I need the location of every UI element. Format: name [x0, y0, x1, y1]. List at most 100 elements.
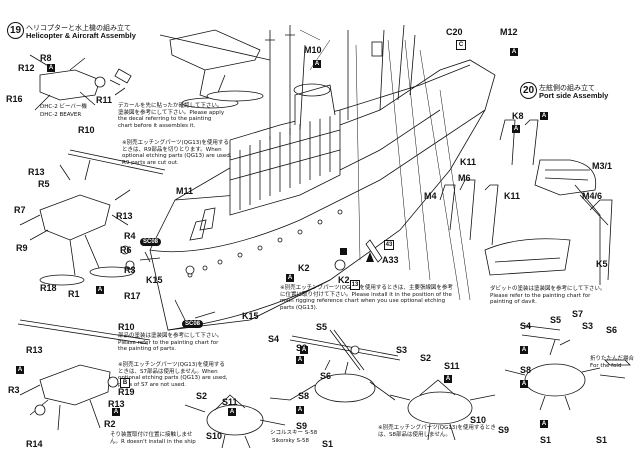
- bow-fittings: [139, 239, 383, 321]
- beaver-label-jp: DHC-2 ビーバー機: [40, 104, 87, 110]
- part-label: K11: [460, 157, 477, 167]
- aircraft-middle-left: [19, 159, 135, 286]
- s8-etching-note: ※別売エッチングパーツ(QG13)を使用するときは、S8部品は使用しません。: [378, 425, 496, 438]
- part-label: M11: [176, 186, 194, 196]
- part-label: S10: [206, 431, 223, 441]
- part-label: S1: [596, 435, 608, 445]
- marker-a: A: [512, 125, 520, 133]
- part-label: R13: [116, 211, 133, 221]
- beaver-label-en: DHC-2 BEAVER: [40, 112, 82, 118]
- part-label: R6: [120, 245, 132, 255]
- marker-a: A: [300, 346, 308, 354]
- part-label: S1: [322, 439, 334, 449]
- marker-b: B: [120, 378, 130, 388]
- step-19-title-jp: ヘリコプターと水上機の組み立て: [26, 24, 131, 32]
- marker-13: 13: [350, 280, 360, 290]
- helicopter-right: [504, 324, 631, 411]
- part-label: S6: [606, 325, 618, 335]
- part-label: R13: [28, 167, 45, 177]
- part-label: R7: [14, 205, 26, 215]
- marker-a: A: [444, 375, 452, 383]
- part-label: R11: [96, 95, 113, 105]
- part-label: R3: [124, 265, 136, 275]
- part-label: K11: [504, 191, 521, 201]
- ship-hull: [149, 24, 496, 331]
- part-label: M12: [500, 27, 518, 37]
- step-20-badge: 20: [520, 82, 537, 99]
- marker-a: A: [313, 60, 321, 68]
- rigging-note: ※別売エッチングパーツ(QG13)を使用するときは、主要張線図を参考に位置に取り…: [280, 285, 453, 311]
- paint-ref-note: 部品の塗装は塗装図を参考にして下さい。Please refer to the p…: [118, 333, 223, 353]
- part-label: S4: [520, 321, 532, 331]
- part-label: R18: [40, 283, 57, 293]
- sikorsky-label-en: Sikorsky S-58: [272, 438, 309, 444]
- marker-c20-box: C: [456, 40, 466, 50]
- step-20-title-jp: 左舷側の組み立て: [539, 84, 595, 92]
- part-label: S1: [540, 435, 552, 445]
- part-label: M6: [458, 173, 471, 183]
- marker-43: 43: [384, 240, 394, 250]
- davits: [439, 119, 613, 285]
- part-label: R19: [118, 387, 135, 397]
- part-label: S6: [320, 371, 332, 381]
- part-label: M4: [424, 191, 437, 201]
- marker-sc08: SC08: [140, 238, 162, 246]
- helicopter-bottom-left: [184, 394, 286, 449]
- part-label: S9: [296, 421, 308, 431]
- step-20-title: 左舷側の組み立て Port side Assembly: [539, 84, 608, 100]
- aircraft-top-left: [29, 29, 271, 111]
- marker-sc08: SC08: [182, 320, 204, 328]
- marker-a: A: [112, 408, 120, 416]
- part-label: R10: [118, 322, 135, 332]
- sikorsky-label-jp: シコルスキー S-58: [270, 430, 318, 436]
- marker-a: A: [296, 406, 304, 414]
- part-label: R5: [38, 179, 50, 189]
- marker-a: A: [296, 356, 304, 364]
- part-label: S5: [550, 315, 562, 325]
- part-label: R4: [124, 231, 136, 241]
- part-label: R16: [6, 94, 23, 104]
- helicopter-center: [269, 329, 401, 403]
- marker-a: A: [520, 346, 528, 354]
- part-label: R10: [78, 125, 95, 135]
- r9-etching-note: ※別売エッチングパーツ(QG13)を使用するときは、R9部品を切りとります。Wh…: [122, 140, 232, 166]
- part-label: S8: [520, 365, 532, 375]
- part-label: K8: [512, 111, 524, 121]
- part-label: S10: [470, 415, 487, 425]
- marker-a: A: [96, 286, 104, 294]
- marker-a: A: [540, 420, 548, 428]
- davit-note: ダビットの塗装は塗装図を参考にして下さい。Please refer to the…: [490, 286, 606, 306]
- marker-a: A: [540, 112, 548, 120]
- marker-a: A: [47, 64, 55, 72]
- part-label: M4/6: [582, 191, 603, 201]
- part-label: R13: [26, 345, 43, 355]
- helicopter-bottom-mid: [389, 379, 496, 441]
- marker-a: A: [16, 366, 24, 374]
- step-19-title-en: Helicopter & Aircraft Assembly: [26, 31, 136, 40]
- fold-note: 折りたたんだ場合 For the fold: [590, 356, 635, 369]
- part-label: M10: [304, 45, 322, 55]
- r2-note: そり装置取付け位置に接触しません。R doesn't install in th…: [110, 432, 196, 445]
- part-label: K5: [596, 259, 608, 269]
- marker-a: A: [286, 274, 294, 282]
- part-label: K2: [298, 263, 310, 273]
- part-label: R13: [108, 399, 125, 409]
- marker-a: A: [520, 380, 528, 388]
- s7-etching-note: ※別売エッチングパーツ(QG13)を使用するときは、S7部品は使用しません。Wh…: [118, 362, 228, 388]
- part-label: R2: [104, 419, 116, 429]
- step-19-title: ヘリコプターと水上機の組み立て Helicopter & Aircraft As…: [26, 24, 136, 40]
- decal-note: デカールを先に貼ったか確認して下さい。塗装図を参考にして下さい。Please a…: [118, 103, 225, 129]
- part-label: R8: [40, 53, 52, 63]
- part-label: S2: [420, 353, 432, 363]
- part-label: R3: [8, 385, 20, 395]
- part-label: C20: [446, 27, 463, 37]
- part-label: R14: [26, 439, 43, 449]
- part-label: M3/1: [592, 161, 613, 171]
- part-label: K15: [146, 275, 163, 285]
- part-label: R9: [16, 243, 28, 253]
- part-label: K2: [338, 275, 350, 285]
- part-label: R17: [124, 291, 141, 301]
- part-label: S3: [396, 345, 408, 355]
- part-label: S2: [196, 391, 208, 401]
